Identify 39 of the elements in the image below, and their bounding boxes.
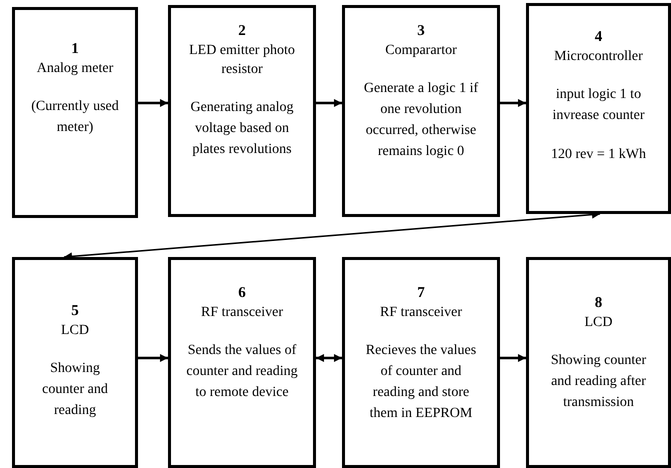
step-description: Recieves the values of counter and reading and store them in EEPROM xyxy=(364,342,478,423)
process-box xyxy=(342,257,500,468)
step-number: 2 xyxy=(238,22,246,41)
arrow xyxy=(316,354,342,362)
step-title: Comparartor xyxy=(385,42,457,60)
step-number: 3 xyxy=(417,22,425,41)
arrow xyxy=(138,99,168,107)
process-box xyxy=(168,257,316,468)
step-description: (Currently used meter) xyxy=(30,98,120,137)
step-title: RF transceiver xyxy=(380,304,462,322)
process-box xyxy=(526,3,671,214)
step-title: LED emitter photo resistor xyxy=(188,42,296,79)
step-number: 5 xyxy=(71,302,79,321)
arrow xyxy=(316,99,342,107)
step-description: 120 rev = 1 kWh xyxy=(551,146,646,164)
step-description: Showing counter and reading xyxy=(41,360,109,420)
step-description: Generating analog voltage based on plates revolutions xyxy=(189,99,294,159)
step-title: Analog meter xyxy=(36,60,114,78)
arrow xyxy=(138,354,168,362)
step-description: Sends the values of counter and reading to remote device xyxy=(185,342,299,402)
arrow xyxy=(500,354,526,362)
step-number: 8 xyxy=(594,294,602,313)
step-number: 4 xyxy=(594,28,602,47)
process-box xyxy=(168,5,316,217)
step-description: Showing counter and reading after transmission xyxy=(550,352,648,412)
process-box xyxy=(12,7,138,218)
step-number: 6 xyxy=(238,284,246,303)
step-description: Generate a logic 1 if one revolution occurred, otherwise remains logic 0 xyxy=(362,80,480,161)
process-box xyxy=(12,257,138,468)
step-title: Microcontroller xyxy=(554,48,643,66)
process-box xyxy=(526,257,671,468)
step-number: 7 xyxy=(417,284,425,303)
step-description: input logic 1 to invrease counter xyxy=(551,86,646,125)
step-title: LCD xyxy=(584,314,612,332)
arrow xyxy=(500,99,526,107)
step-number: 1 xyxy=(71,40,79,59)
step-title: RF transceiver xyxy=(200,304,284,322)
step-title: LCD xyxy=(61,322,89,340)
process-box xyxy=(342,5,500,217)
